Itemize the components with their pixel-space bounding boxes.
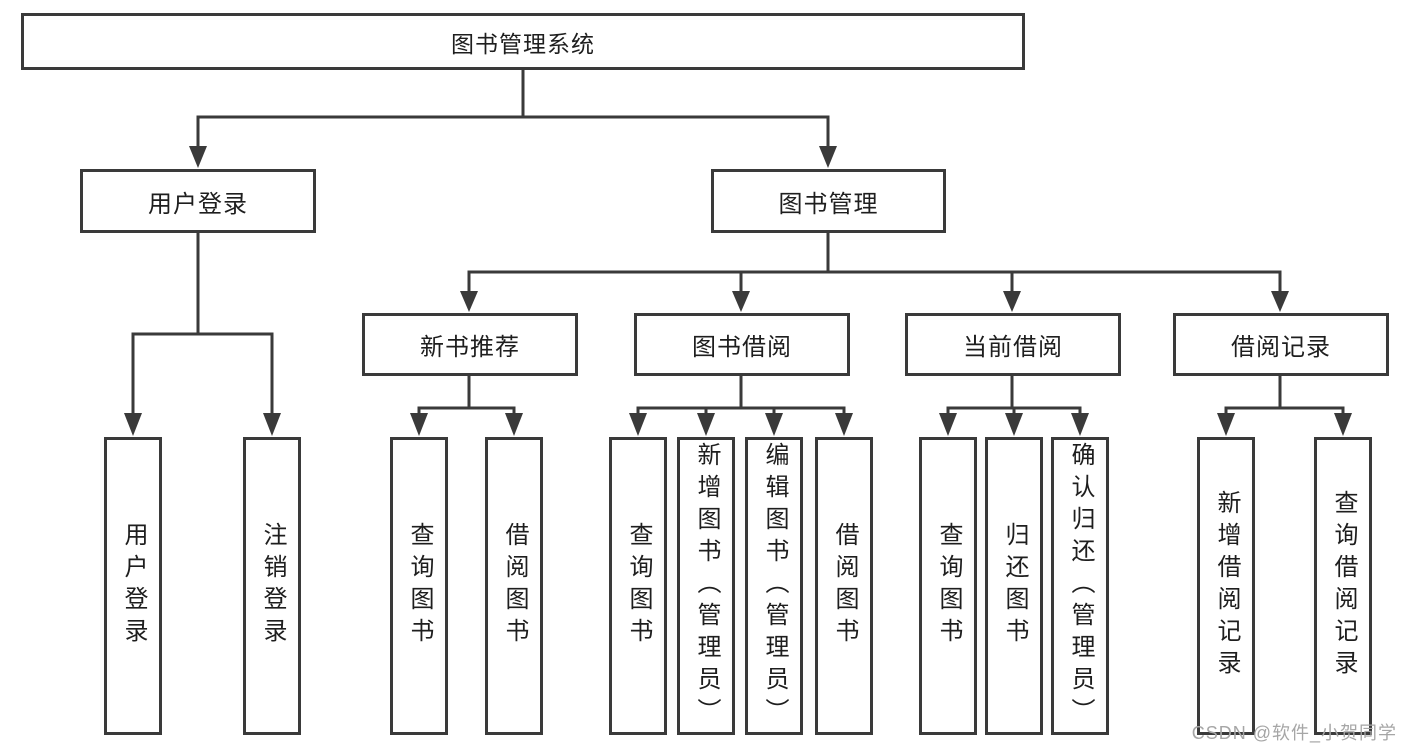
leaf-confirm-return-admin: 确认归还（管理员） [1051,437,1109,735]
node-book-borrowing: 图书借阅 [634,313,850,376]
leaf-logout-login: 注销登录 [243,437,301,735]
leaf-borrow-books-2: 借阅图书 [815,437,873,735]
node-user-login: 用户登录 [80,169,316,233]
leaf-add-borrow-record: 新增借阅记录 [1197,437,1255,735]
watermark: CSDN @软件_小贺同学 [1191,723,1397,743]
node-borrowing-records: 借阅记录 [1173,313,1389,376]
leaf-query-books: 查询图书 [390,437,448,735]
leaf-user-login: 用户登录 [104,437,162,735]
arrowheads [124,146,1352,436]
leaf-edit-books-admin: 编辑图书（管理员） [745,437,803,735]
leaf-add-books-admin: 新增图书（管理员） [677,437,735,735]
leaf-borrow-books: 借阅图书 [485,437,543,735]
leaf-query-books-2: 查询图书 [609,437,667,735]
leaf-query-borrow-record: 查询借阅记录 [1314,437,1372,735]
leaf-return-books: 归还图书 [985,437,1043,735]
leaf-query-books-3: 查询图书 [919,437,977,735]
node-current-borrowing: 当前借阅 [905,313,1121,376]
node-library-management-system: 图书管理系统 [21,13,1025,70]
node-new-book-recommendation: 新书推荐 [362,313,578,376]
node-book-management: 图书管理 [711,169,946,233]
